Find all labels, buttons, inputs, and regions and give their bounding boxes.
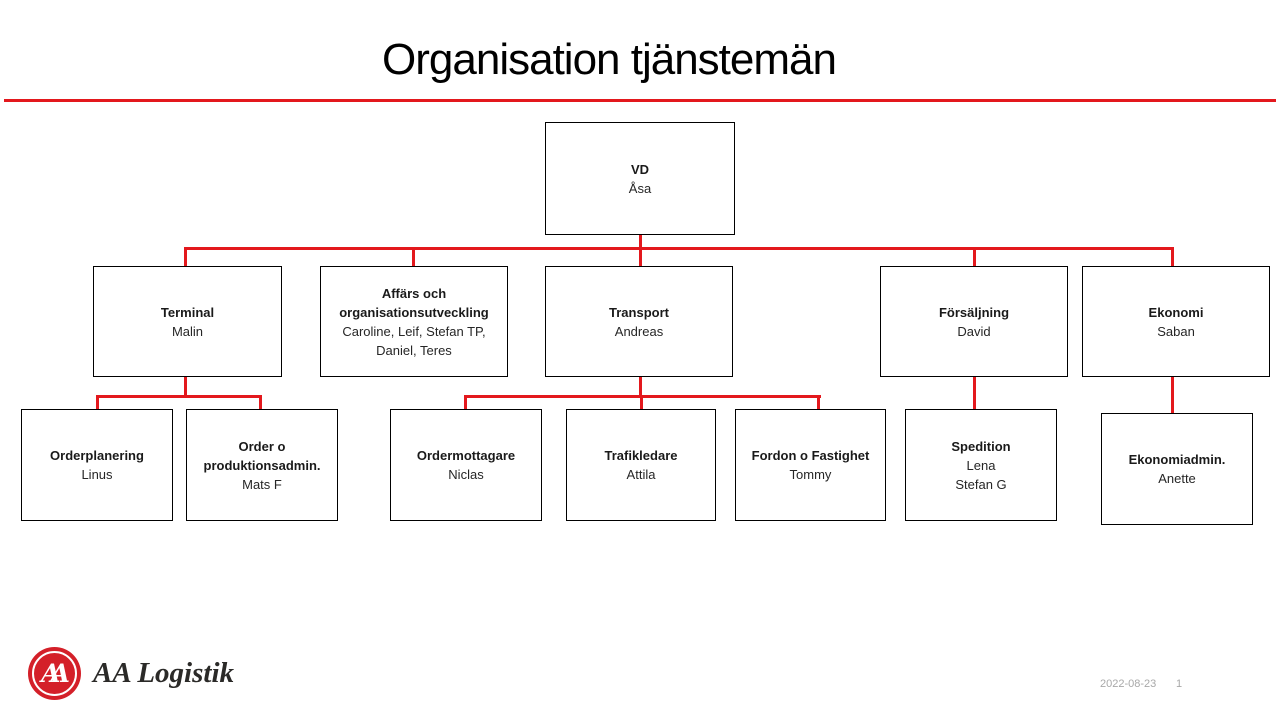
node-title: Terminal [160, 304, 215, 320]
node-title: Orderplanering [50, 448, 144, 463]
logo-inner-ring: AA [32, 651, 77, 696]
org-node-forsaljning: Försäljning David [880, 266, 1068, 377]
org-node-fordon: Fordon o Fastighet Tommy [735, 409, 886, 521]
node-name: David [957, 323, 991, 339]
node-title: Fordon o Fastighet [751, 448, 870, 463]
org-node-affars: Affärs och organisationsutveckling Carol… [320, 266, 508, 377]
connector-spedition-drop [972, 377, 976, 409]
org-node-orderprodadmin: Order o produktionsadmin. Mats F [186, 409, 338, 521]
company-logo: AA AA Logistik [28, 647, 234, 700]
node-name: Åsa [628, 180, 652, 196]
node-title: Ordermottagare [416, 448, 516, 463]
node-name: Daniel, Teres [376, 342, 452, 358]
node-name: Saban [1157, 323, 1195, 339]
logo-monogram: AA [41, 659, 70, 688]
title-underline [4, 99, 1276, 102]
node-name: Attila [626, 467, 656, 482]
org-node-transport: Transport Andreas [545, 266, 733, 377]
node-title: Spedition [951, 438, 1011, 454]
node-name: Malin [171, 323, 204, 339]
node-title: Ekonomiadmin. [1128, 452, 1226, 467]
connector-orderplanering-drop [95, 395, 99, 409]
page-title: Organisation tjänstemän [382, 35, 837, 84]
connector-terminal-rail [95, 395, 262, 398]
node-title: Ekonomi [1148, 304, 1204, 320]
node-title: Order o produktionsadmin. [203, 438, 321, 473]
slide-page-number: 1 [1176, 678, 1183, 690]
connector-transport-drop [638, 247, 642, 266]
connector-fordon-drop [816, 395, 820, 414]
connector-ekonomi-drop [1170, 247, 1174, 266]
connector-trafikledare-drop [639, 395, 643, 409]
node-title: Trafikledare [604, 448, 678, 463]
node-title: VD [630, 161, 650, 177]
org-node-spedition: Spedition Lena Stefan G [905, 409, 1057, 521]
org-node-orderplanering: Orderplanering Linus [21, 409, 173, 521]
org-node-ekonomi: Ekonomi Saban [1082, 266, 1270, 377]
slide-date: 2022-08-23 [1100, 678, 1157, 690]
connector-orderprodadmin-drop [258, 395, 262, 409]
node-name: Lena [966, 457, 996, 473]
org-node-trafikledare: Trafikledare Attila [566, 409, 716, 521]
node-name: Mats F [242, 476, 282, 492]
org-node-ordermottagare: Ordermottagare Niclas [390, 409, 542, 521]
logo-wordmark: AA Logistik [93, 657, 235, 689]
node-name: Stefan G [955, 476, 1007, 492]
connector-terminal-drop [183, 247, 187, 266]
connector-transport-stem [638, 377, 642, 398]
node-name: Niclas [448, 467, 484, 482]
node-name: Anette [1158, 471, 1196, 486]
aa-logistik-logo-icon: AA [28, 647, 81, 700]
node-name: Linus [81, 467, 113, 482]
node-name: Tommy [789, 467, 832, 482]
connector-forsaljning-drop [972, 247, 976, 266]
connector-vd-drop [638, 235, 642, 250]
connector-level2-rail [183, 247, 1174, 250]
connector-ekonomiadmin-drop [1170, 377, 1174, 413]
connector-ordermottagare-drop [463, 395, 467, 409]
node-title: Affärs och organisationsutveckling [339, 285, 489, 320]
node-name: Andreas [614, 323, 664, 339]
node-title: Transport [609, 304, 669, 320]
org-node-ekonomiadmin: Ekonomiadmin. Anette [1101, 413, 1253, 525]
org-node-terminal: Terminal Malin [93, 266, 282, 377]
node-title: Försäljning [938, 304, 1010, 320]
connector-terminal-stem [183, 377, 187, 398]
connector-affars-drop [411, 247, 415, 266]
node-name: Caroline, Leif, Stefan TP, [342, 323, 486, 339]
org-node-vd: VD Åsa [545, 122, 735, 235]
